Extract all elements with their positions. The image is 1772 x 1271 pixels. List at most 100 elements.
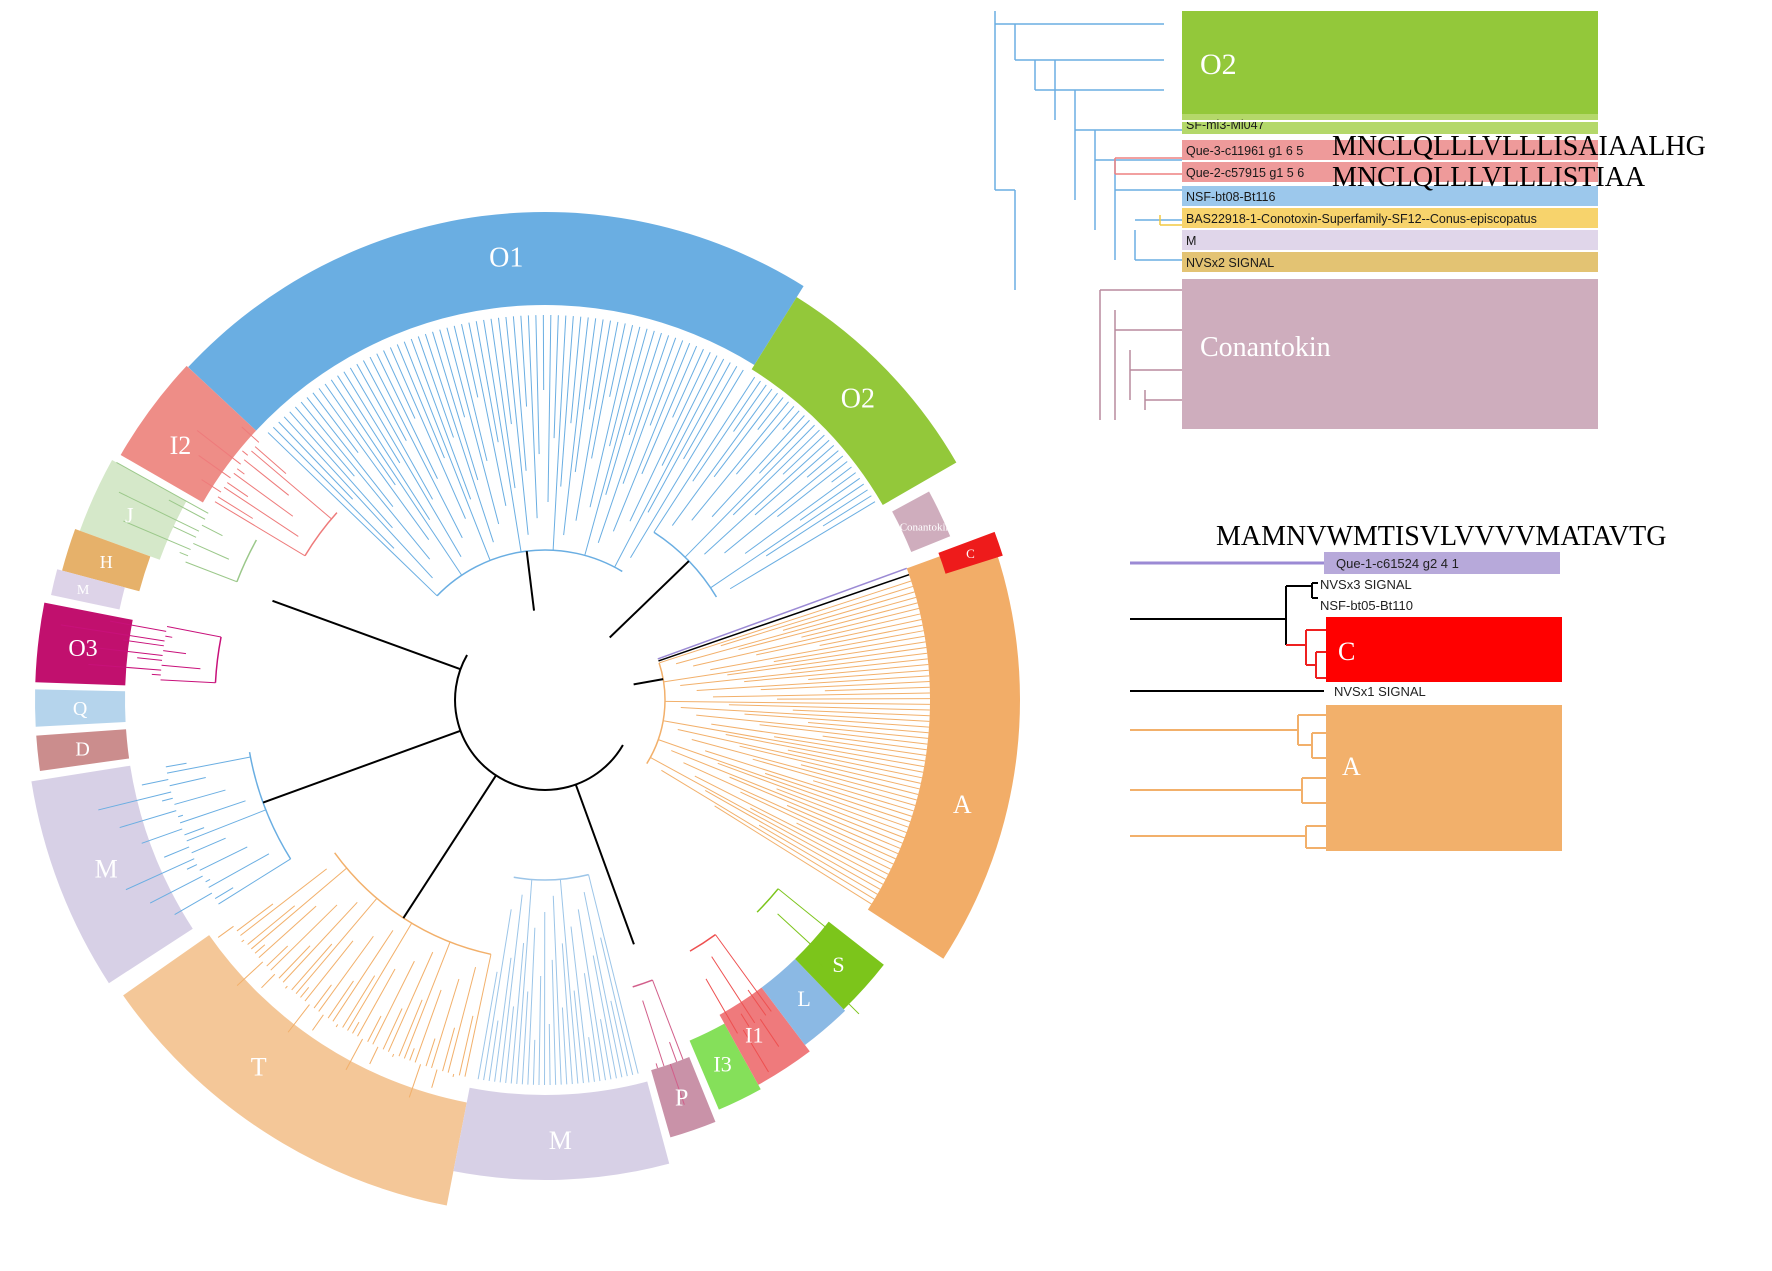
tree-branch xyxy=(376,353,438,479)
tree-branch xyxy=(551,959,557,1085)
tree-branch xyxy=(98,791,172,811)
tree-branch xyxy=(704,750,913,817)
tree-branch xyxy=(367,1015,382,1042)
tree-branch xyxy=(270,904,338,971)
tree-branch xyxy=(356,363,434,500)
tree-branch xyxy=(787,749,923,779)
tree-branch xyxy=(223,486,299,537)
clade-label-m_left: M xyxy=(95,855,118,884)
tree-branch xyxy=(369,1046,379,1065)
tree-branch xyxy=(458,1015,474,1076)
clade-label-p: P xyxy=(675,1086,688,1112)
tree-branch xyxy=(658,580,912,664)
tree-arc xyxy=(248,751,292,860)
tree-branch xyxy=(141,828,183,844)
tree-arc xyxy=(632,979,653,988)
tree-branch xyxy=(532,1039,536,1085)
tree-branch xyxy=(318,388,430,541)
clade-label-j: J xyxy=(125,503,134,528)
tree-branch xyxy=(312,1014,324,1031)
tree-branch xyxy=(658,739,909,828)
a-clade-block xyxy=(1326,705,1562,851)
tree-branch xyxy=(243,459,290,496)
tree-branch xyxy=(251,450,332,520)
tree-branch xyxy=(383,350,416,419)
tree-branch xyxy=(591,321,619,459)
tree-branch xyxy=(214,501,306,557)
tree-branch xyxy=(169,777,206,787)
tree-branch xyxy=(512,316,527,471)
clade-sector-h xyxy=(62,528,151,592)
tree-branch xyxy=(552,895,562,1085)
inset-top-branches xyxy=(994,11,1182,420)
tree-branch xyxy=(658,573,910,662)
tree-branch xyxy=(782,410,800,430)
tree-branch xyxy=(744,713,930,728)
tree-branch xyxy=(609,560,690,639)
clade-sector-i1 xyxy=(719,987,810,1085)
tree-branch xyxy=(432,331,479,481)
tree-branch xyxy=(387,951,434,1052)
tree-branch xyxy=(818,962,824,967)
tree-branch xyxy=(683,365,738,460)
tree-branch xyxy=(60,624,165,642)
tree-branch xyxy=(149,875,203,904)
tree-branch xyxy=(801,607,920,638)
inset-top-leaf-row xyxy=(1182,140,1598,160)
tree-branch xyxy=(300,987,310,998)
tree-branch xyxy=(446,327,500,525)
tree-branch xyxy=(705,978,738,1034)
tree-branch xyxy=(295,898,378,995)
tree-branch xyxy=(163,846,190,858)
tree-branch xyxy=(776,698,930,700)
tree-branch xyxy=(547,315,552,503)
inset-top-leaf-label: Que-2-c57915 g1 5 6 xyxy=(1186,166,1304,180)
tree-branch xyxy=(630,369,744,558)
tree-branch xyxy=(758,824,878,895)
tree-branch xyxy=(792,709,930,717)
tree-branch xyxy=(196,430,241,465)
tree-branch xyxy=(161,664,201,670)
tree-branch xyxy=(283,416,433,579)
tree-branch xyxy=(191,837,226,854)
tree-branch xyxy=(759,724,928,745)
sequence-que3: MNCLQLLLVLLLISAIAALHG xyxy=(1332,131,1706,162)
que1-leaf-box xyxy=(1324,552,1560,574)
tree-branch xyxy=(560,316,574,487)
tree-branch xyxy=(464,954,492,1077)
clade-label-o3: O3 xyxy=(68,636,97,662)
tree-arc xyxy=(646,662,666,764)
tree-branch xyxy=(669,1063,685,1105)
tree-branch xyxy=(575,320,612,521)
tree-branch xyxy=(833,954,867,984)
tree-branch xyxy=(765,489,868,557)
clade-sector-p xyxy=(651,1056,716,1138)
inset-top-leaf-label: M xyxy=(1186,234,1196,248)
tree-branch xyxy=(650,757,884,885)
tree-branch xyxy=(521,991,529,1085)
tree-branch xyxy=(661,355,718,466)
tree-branch xyxy=(816,971,860,1015)
clade-label-l: L xyxy=(797,986,810,1011)
tree-branch xyxy=(796,822,892,870)
clade-label-s: S xyxy=(832,952,844,977)
tree-branch xyxy=(577,909,606,1081)
tree-branch xyxy=(362,360,407,441)
c-clade-block xyxy=(1326,617,1562,682)
clade-label-q: Q xyxy=(73,698,88,720)
tree-branch xyxy=(588,874,639,1074)
clade-label-t: T xyxy=(251,1053,267,1082)
tree-branch xyxy=(633,678,664,686)
tree-branch xyxy=(217,496,254,519)
tree-branch xyxy=(409,1048,415,1061)
tree-branch xyxy=(262,729,461,804)
tree-branch xyxy=(118,491,200,532)
tree-branch xyxy=(291,943,333,991)
tree-branch xyxy=(174,892,213,915)
tree-branch xyxy=(431,1069,438,1088)
tree-branch xyxy=(372,960,415,1045)
tree-arc xyxy=(513,873,589,881)
tree-branch xyxy=(538,975,542,1085)
